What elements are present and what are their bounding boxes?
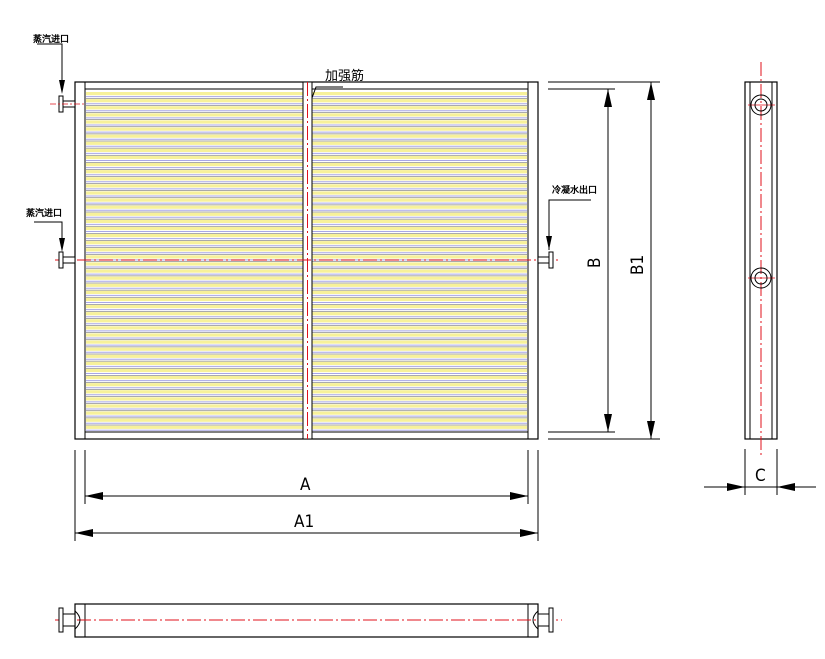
condensate-outlet-pipe — [537, 251, 554, 269]
top-steam-inlet-pipe — [50, 95, 85, 113]
label-steam-inlet-mid: 蒸汽进口 — [26, 207, 62, 219]
side-top-flange — [750, 94, 772, 116]
fin-stripes — [86, 92, 527, 433]
mid-steam-inlet-pipe — [58, 251, 76, 269]
label-stiffener: 加强筋 — [325, 68, 364, 84]
bottom-right-flange — [532, 607, 554, 633]
dim-B1-label: B1 — [628, 255, 648, 275]
side-mid-flange — [750, 267, 772, 289]
dim-A1-label: A1 — [294, 512, 314, 532]
dim-A-label: A — [300, 475, 311, 495]
leader-condensate-outlet — [546, 199, 591, 250]
leader-steam-inlet-top — [37, 43, 65, 94]
leader-stiffener — [311, 86, 343, 99]
front-view: 蒸汽进口 蒸汽进口 冷凝水出口 加强筋 — [26, 33, 597, 440]
dim-C-label: C — [755, 466, 766, 486]
dimension-lines: A A1 B B1 — [74, 81, 660, 541]
label-condensate-outlet: 冷凝水出口 — [552, 184, 597, 196]
dim-B-label: B — [585, 258, 605, 269]
leader-steam-inlet-mid — [34, 221, 65, 252]
label-steam-inlet-top: 蒸汽进口 — [33, 33, 69, 45]
side-view: C — [704, 62, 816, 495]
bottom-left-flange — [58, 607, 81, 633]
bottom-view — [55, 603, 562, 638]
